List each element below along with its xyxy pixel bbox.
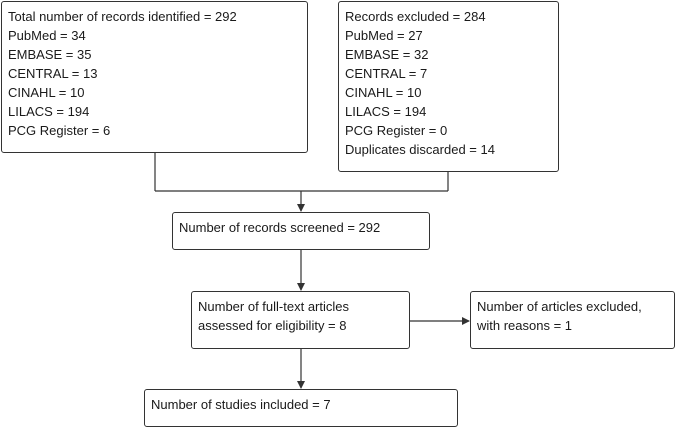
- fulltext-count: assessed for eligibility = 8: [198, 318, 347, 333]
- excluded-cinahl: CINAHL = 10: [345, 85, 422, 100]
- identified-lilacs: LILACS = 194: [8, 104, 90, 119]
- identified-cinahl: CINAHL = 10: [8, 85, 85, 100]
- records-screened-box: Number of records screened = 292: [172, 212, 430, 250]
- excluded-central: CENTRAL = 7: [345, 66, 428, 81]
- excluded-embase: EMBASE = 32: [345, 47, 429, 62]
- identified-central: CENTRAL = 13: [8, 66, 98, 81]
- identified-total: Total number of records identified = 292: [8, 9, 237, 24]
- included-count: Number of studies included = 7: [151, 397, 331, 412]
- studies-included-box: Number of studies included = 7: [144, 389, 458, 427]
- excluded-total: Records excluded = 284: [345, 9, 486, 24]
- fulltext-label: Number of full-text articles: [198, 299, 349, 314]
- articles-excluded-label: Number of articles excluded,: [477, 299, 642, 314]
- excluded-pcg-register: PCG Register = 0: [345, 123, 448, 138]
- articles-excluded-box: Number of articles excluded, with reason…: [470, 291, 675, 349]
- screened-count: Number of records screened = 292: [179, 220, 381, 235]
- excluded-duplicates: Duplicates discarded = 14: [345, 142, 495, 157]
- fulltext-assessed-box: Number of full-text articles assessed fo…: [191, 291, 410, 349]
- records-excluded-box: Records excluded = 284 PubMed = 27 EMBAS…: [338, 1, 559, 172]
- identified-pcg-register: PCG Register = 6: [8, 123, 111, 138]
- excluded-lilacs: LILACS = 194: [345, 104, 427, 119]
- articles-excluded-count: with reasons = 1: [477, 318, 573, 333]
- identified-embase: EMBASE = 35: [8, 47, 92, 62]
- records-identified-box: Total number of records identified = 292…: [1, 1, 308, 153]
- identified-pubmed: PubMed = 34: [8, 28, 86, 43]
- excluded-pubmed: PubMed = 27: [345, 28, 423, 43]
